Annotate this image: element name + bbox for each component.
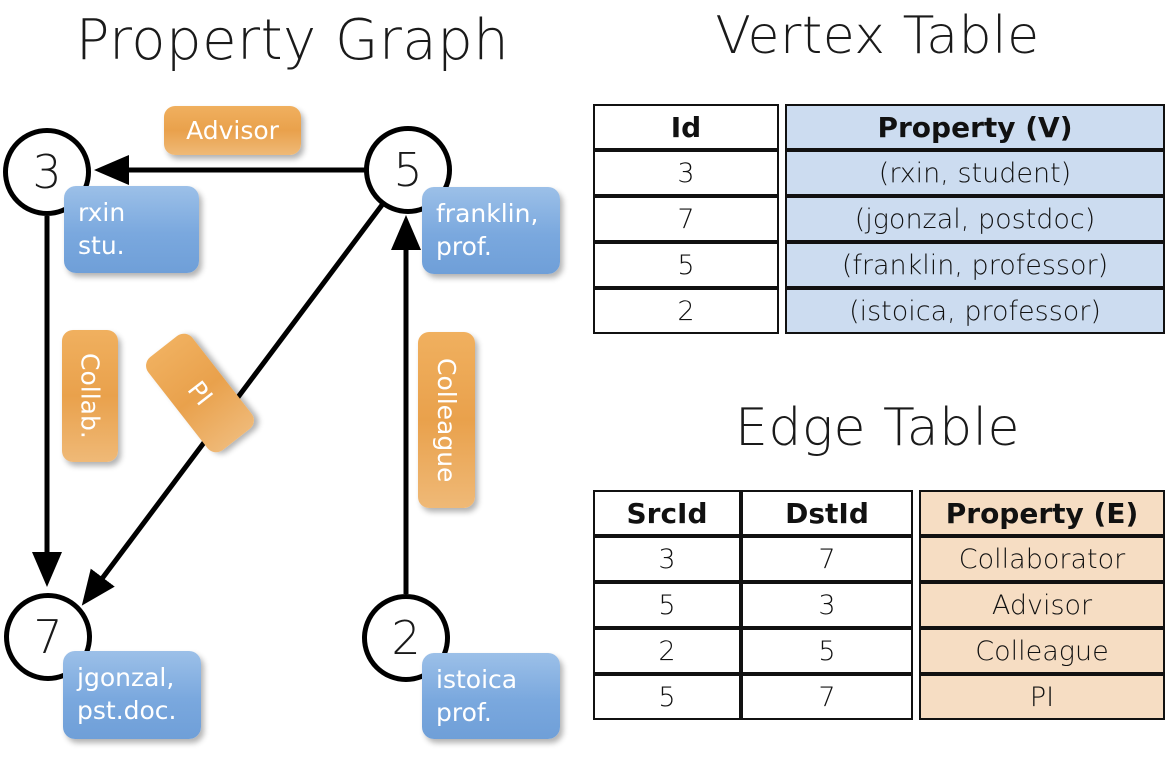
graph-node-7-label: 7 [33, 610, 63, 664]
property-graph-diagram: 3 5 7 2 rxin stu. franklin, prof. jgonza… [3, 106, 560, 739]
vertex-property-box-2-line2: prof. [436, 698, 492, 727]
edge-table: SrcId DstId Property (E) 3 7 Collaborato… [593, 490, 1165, 720]
graph-node-2-label: 2 [391, 611, 421, 665]
vertex-property-box-5[interactable]: franklin, prof. [422, 187, 560, 274]
graph-node-3-label: 3 [32, 145, 62, 199]
edge-row-3-gap [913, 674, 919, 720]
vertex-row-1-property: (jgonzal, postdoc) [785, 196, 1165, 242]
vertex-property-box-5-line2: prof. [436, 232, 492, 261]
edge-row-1-gap [913, 582, 919, 628]
vertex-row-0-property: (rxin, student) [785, 150, 1165, 196]
edge-label-pi-text: PI [181, 375, 219, 411]
vertex-row-0-id: 3 [593, 150, 779, 196]
graph-node-5[interactable]: 5 [364, 126, 452, 214]
vertex-property-box-7[interactable]: jgonzal, pst.doc. [63, 651, 201, 739]
vertex-row-3-property: (istoica, professor) [785, 288, 1165, 334]
vertex-table: Id Property (V) 3 (rxin, student) 7 (jgo… [593, 104, 1165, 334]
edge-row-0-property: Collaborator [919, 536, 1165, 582]
edge-row-1-dst: 3 [741, 582, 913, 628]
table-row[interactable]: 3 7 Collaborator [593, 536, 1165, 582]
edge-row-0-src: 3 [593, 536, 741, 582]
vertex-row-2-property: (franklin, professor) [785, 242, 1165, 288]
edge-row-1-property: Advisor [919, 582, 1165, 628]
page-title-property-graph: Property Graph [75, 8, 510, 73]
edge-row-2-dst: 5 [741, 628, 913, 674]
edge-table-header-row: SrcId DstId Property (E) [593, 490, 1165, 536]
edge-row-3-property: PI [919, 674, 1165, 720]
edge-row-2-src: 2 [593, 628, 741, 674]
edge-row-1-src: 5 [593, 582, 741, 628]
vertex-table-header-row: Id Property (V) [593, 104, 1165, 150]
vertex-table-column-gap [779, 104, 785, 150]
vertex-table-header-property: Property (V) [785, 104, 1165, 150]
edge-table-header-property: Property (E) [919, 490, 1165, 536]
edge-row-2-property: Colleague [919, 628, 1165, 674]
vertex-property-box-2-line1: istoica [436, 665, 518, 694]
edge-label-colleague[interactable]: Colleague [418, 332, 475, 508]
table-row[interactable]: 5 (franklin, professor) [593, 242, 1165, 288]
edge-label-advisor[interactable]: Advisor [164, 106, 301, 155]
page-title-vertex-table: Vertex Table [715, 6, 1040, 66]
edge-table-header-dstid: DstId [741, 490, 913, 536]
vertex-property-box-3-line2: stu. [78, 231, 125, 260]
table-row[interactable]: 5 3 Advisor [593, 582, 1165, 628]
edge-row-3-dst: 7 [741, 674, 913, 720]
table-row[interactable]: 2 5 Colleague [593, 628, 1165, 674]
vertex-row-1-id: 7 [593, 196, 779, 242]
vertex-property-box-7-line1: jgonzal, [77, 663, 175, 692]
table-row[interactable]: 3 (rxin, student) [593, 150, 1165, 196]
vertex-property-box-3[interactable]: rxin stu. [64, 186, 199, 273]
page-title-edge-table: Edge Table [734, 398, 1021, 458]
edge-row-2-gap [913, 628, 919, 674]
vertex-row-2-id: 5 [593, 242, 779, 288]
vertex-property-box-7-line2: pst.doc. [77, 696, 177, 725]
edge-label-collab-text: Collab. [75, 353, 105, 439]
edge-table-column-gap [913, 490, 919, 536]
edge-row-0-dst: 7 [741, 536, 913, 582]
vertex-row-1-gap [779, 196, 785, 242]
vertex-row-3-id: 2 [593, 288, 779, 334]
edge-table-header-srcid: SrcId [593, 490, 741, 536]
vertex-row-3-gap [779, 288, 785, 334]
vertex-row-2-gap [779, 242, 785, 288]
vertex-property-box-5-line1: franklin, [436, 199, 539, 228]
vertex-table-header-id: Id [593, 104, 779, 150]
table-row[interactable]: 5 7 PI [593, 674, 1165, 720]
edge-label-collab[interactable]: Collab. [62, 330, 118, 462]
vertex-property-box-3-line1: rxin [78, 198, 126, 227]
table-row[interactable]: 7 (jgonzal, postdoc) [593, 196, 1165, 242]
edge-row-3-src: 5 [593, 674, 741, 720]
edge-label-advisor-text: Advisor [186, 116, 279, 145]
edge-row-0-gap [913, 536, 919, 582]
graph-node-5-label: 5 [393, 143, 423, 197]
vertex-property-box-2[interactable]: istoica prof. [422, 653, 560, 739]
graph-node-2[interactable]: 2 [362, 594, 450, 682]
vertex-row-0-gap [779, 150, 785, 196]
edge-label-colleague-text: Colleague [432, 357, 461, 483]
table-row[interactable]: 2 (istoica, professor) [593, 288, 1165, 334]
